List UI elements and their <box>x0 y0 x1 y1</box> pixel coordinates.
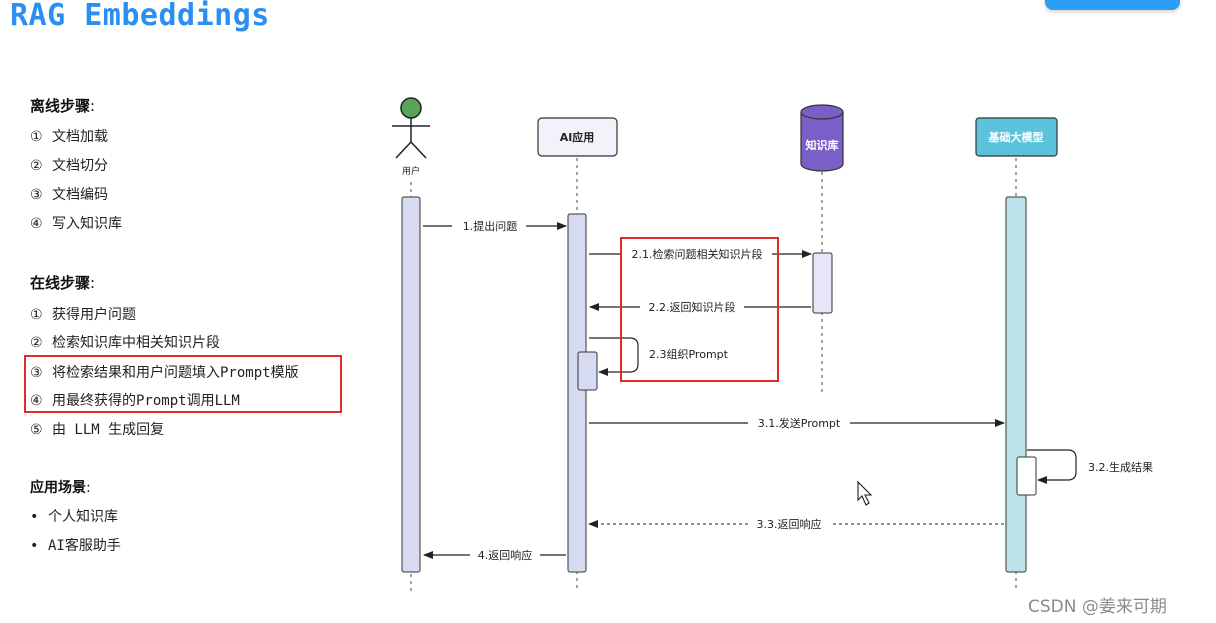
llm-participant: 基础大模型 <box>975 117 1058 157</box>
online-step-5: ⑤ 由 LLM 生成回复 <box>30 419 164 439</box>
user-head-icon <box>400 97 422 119</box>
top-action-button[interactable] <box>1045 0 1180 10</box>
online-step-2: ② 检索知识库中相关知识片段 <box>30 332 220 352</box>
offline-heading-text: 离线步骤 <box>30 97 91 115</box>
step-text: 用最终获得的Prompt调用LLM <box>52 393 240 409</box>
msg-32-label: 3.2.生成结果 <box>1088 460 1153 474</box>
highlight-box-retrieval <box>620 237 779 382</box>
highlight-box-steps <box>24 355 342 413</box>
step-text: 检索知识库中相关知识片段 <box>52 335 220 351</box>
user-label: 用户 <box>402 165 420 177</box>
msg-1-label: 1.提出问题 <box>463 219 518 233</box>
app-self-activation-bar <box>577 351 598 391</box>
scenarios-heading: 应用场景: <box>30 477 91 497</box>
step-number: ⑤ <box>30 422 43 438</box>
step-number: ③ <box>30 365 43 381</box>
msg-33-label: 3.3.返回响应 <box>757 517 822 531</box>
bullet-dot: • <box>30 538 39 554</box>
step-number: ② <box>30 158 43 174</box>
llm-self-activation-bar <box>1016 456 1037 496</box>
scenario-text: AI客服助手 <box>48 538 121 554</box>
offline-heading: 离线步骤: <box>30 95 95 116</box>
step-text: 由 LLM 生成回复 <box>52 422 165 438</box>
offline-step-2: ② 文档切分 <box>30 155 108 175</box>
online-step-3: ③ 将检索结果和用户问题填入Prompt模版 <box>30 362 299 382</box>
app-participant: AI应用 <box>537 117 618 157</box>
step-text: 获得用户问题 <box>52 307 136 323</box>
page-title: RAG Embeddings <box>10 0 270 33</box>
bullet-dot: • <box>30 509 39 525</box>
scenarios-heading-colon: : <box>86 480 91 496</box>
msg-23-label: 2.3组织Prompt <box>649 347 729 361</box>
step-number: ④ <box>30 393 43 409</box>
app-activation-bar <box>567 213 587 573</box>
offline-step-4: ④ 写入知识库 <box>30 213 122 233</box>
step-text: 文档编码 <box>52 187 108 203</box>
step-number: ① <box>30 129 43 145</box>
msg-23-loop <box>589 337 639 376</box>
online-heading-text: 在线步骤 <box>30 274 91 292</box>
scenario-item-1: • 个人知识库 <box>30 506 118 526</box>
app-label: AI应用 <box>560 130 595 144</box>
llm-box <box>975 117 1058 157</box>
user-activation-bar <box>401 196 421 573</box>
watermark: CSDN @姜来可期 <box>1028 597 1167 617</box>
msg-21-label: 2.1.检索问题相关知识片段 <box>632 247 763 261</box>
llm-activation-bar <box>1005 196 1027 573</box>
msg-31-label: 3.1.发送Prompt <box>758 416 841 430</box>
kb-activation-bar <box>812 252 833 314</box>
step-number: ③ <box>30 187 43 203</box>
scenario-text: 个人知识库 <box>48 509 118 525</box>
kb-participant: 知识库 <box>800 104 844 172</box>
step-text: 文档切分 <box>52 158 108 174</box>
step-number: ④ <box>30 216 43 232</box>
kb-label: 知识库 <box>805 138 839 152</box>
step-text: 写入知识库 <box>52 216 122 232</box>
app-box <box>537 117 618 157</box>
online-heading-colon: : <box>90 274 96 292</box>
step-text: 文档加载 <box>52 129 108 145</box>
user-actor: 用户 <box>392 97 430 177</box>
offline-step-1: ① 文档加载 <box>30 126 108 146</box>
step-number: ① <box>30 307 43 323</box>
online-step-4: ④ 用最终获得的Prompt调用LLM <box>30 390 240 410</box>
online-step-1: ① 获得用户问题 <box>30 304 136 324</box>
msg-32-loop <box>1027 449 1077 484</box>
scenario-item-2: • AI客服助手 <box>30 535 121 555</box>
steps-panel: 离线步骤: ① 文档加载 ② 文档切分 ③ 文档编码 ④ 写入知识库 在线步骤: ① 获得… <box>30 0 350 623</box>
scenarios-heading-text: 应用场景 <box>30 480 86 496</box>
offline-step-3: ③ 文档编码 <box>30 184 108 204</box>
online-heading: 在线步骤: <box>30 272 95 293</box>
database-icon <box>800 112 844 172</box>
mouse-cursor-icon <box>857 480 873 506</box>
msg-4-label: 4.返回响应 <box>478 548 533 562</box>
step-text: 将检索结果和用户问题填入Prompt模版 <box>52 365 299 381</box>
offline-heading-colon: : <box>90 97 96 115</box>
step-number: ② <box>30 335 43 351</box>
msg-22-label: 2.2.返回知识片段 <box>649 300 736 314</box>
llm-label: 基础大模型 <box>988 130 1044 144</box>
